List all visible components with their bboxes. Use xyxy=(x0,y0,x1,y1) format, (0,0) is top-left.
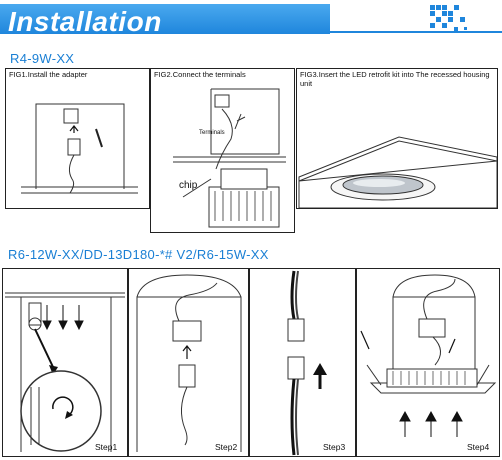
chip-label: chip xyxy=(179,180,198,191)
step4-panel: Step4 xyxy=(356,268,500,457)
fig3-illustration xyxy=(298,136,497,208)
step1-label: Step1 xyxy=(95,442,118,452)
fig2-illustration xyxy=(173,88,286,228)
step3-label: Step3 xyxy=(323,442,346,452)
fig2-caption: FIG2.Connect the terminals xyxy=(154,70,246,79)
terminals-label: Terminals xyxy=(199,130,225,136)
step2-label: Step2 xyxy=(215,442,238,452)
step1-panel: Step1 xyxy=(2,268,128,457)
step4-label: Step4 xyxy=(467,442,490,452)
fig2-panel: FIG2.Connect the terminals Terminals chi… xyxy=(150,68,295,233)
pixel-logo-icon xyxy=(430,5,470,33)
step2-panel: Step2 xyxy=(128,268,249,457)
page-title: Installation xyxy=(8,6,162,37)
fig1-illustration xyxy=(21,103,138,194)
page-header: Installation xyxy=(0,0,502,38)
fig1-caption: FIG1.Install the adapter xyxy=(9,70,88,79)
section-title-r4: R4-9W-XX xyxy=(10,51,75,66)
step1-illustration xyxy=(5,292,125,452)
step4-illustration xyxy=(360,274,497,437)
header-band: Installation xyxy=(0,4,330,37)
fig3-caption: FIG3.Insert the LED retrofit kit into Th… xyxy=(300,70,490,88)
step3-illustration xyxy=(287,270,327,456)
fig3-panel: FIG3.Insert the LED retrofit kit into Th… xyxy=(296,68,498,209)
step3-panel: Step3 xyxy=(249,268,356,457)
fig1-panel: FIG1.Install the adapter xyxy=(5,68,150,209)
section-title-r6: R6-12W-XX/DD-13D180-*# V2/R6-15W-XX xyxy=(8,247,269,262)
step2-illustration xyxy=(136,274,242,452)
header-rule xyxy=(330,31,502,33)
